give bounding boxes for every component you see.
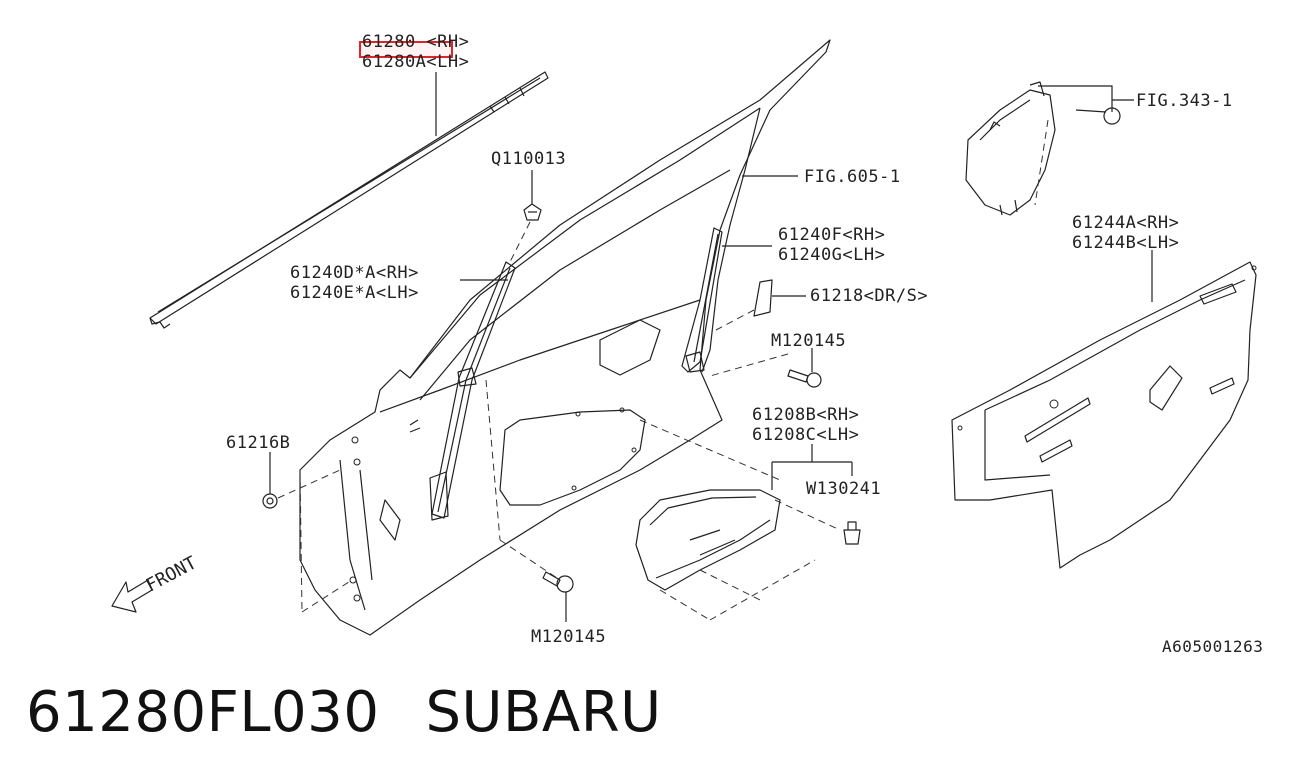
label-fig343[interactable]: FIG.343-1 (1136, 91, 1233, 111)
highlight-box[interactable] (359, 41, 453, 58)
label-rear-sash-rh[interactable]: 61240F<RH> (778, 225, 885, 245)
door-projection-lines (299, 379, 781, 613)
plug-61216b-part[interactable] (262, 493, 278, 509)
cover-projection-lines (659, 499, 841, 621)
label-bolt-lower[interactable]: M120145 (531, 627, 606, 647)
label-sheet-lh[interactable]: 61244B<LH> (1072, 233, 1179, 253)
label-front-sash-lh[interactable]: 61240E*A<LH> (290, 283, 419, 303)
drawing-code: A605001263 (1162, 637, 1263, 656)
label-fig605[interactable]: FIG.605-1 (804, 167, 901, 187)
fig343-leader (1038, 85, 1134, 112)
front-arrow-icon (111, 579, 153, 613)
pad-dash (715, 309, 755, 331)
label-cover-rh[interactable]: 61208B<RH> (752, 405, 859, 425)
label-cover-lh[interactable]: 61208C<LH> (752, 425, 859, 445)
sealing-cover-part[interactable] (635, 489, 781, 591)
label-strip-rh[interactable]: 61280 <RH> (362, 32, 469, 52)
bolt-lower-part[interactable] (542, 571, 574, 593)
sealing-sheet-part[interactable] (951, 261, 1257, 569)
label-clip-w130241[interactable]: W130241 (806, 479, 881, 499)
cover-leader (771, 444, 853, 490)
label-plug-61216b[interactable]: 61216B (226, 433, 290, 453)
label-pad-61218[interactable]: 61218<DR/S> (810, 286, 928, 306)
bolt-upper-dash (709, 353, 789, 377)
bracket-fig343-part[interactable] (965, 81, 1056, 216)
label-sheet-rh[interactable]: 61244A<RH> (1072, 213, 1179, 233)
label-strip-lh[interactable]: 61280A<LH> (362, 52, 469, 72)
rear-sash-part[interactable] (681, 227, 723, 373)
clip-q110013-part[interactable] (523, 203, 542, 221)
label-front-sash-rh[interactable]: 61240D*A<RH> (290, 263, 419, 283)
label-bolt-upper[interactable]: M120145 (771, 331, 846, 351)
footer-title: 61280FL030 SUBARU (26, 680, 662, 745)
fig343-bolt[interactable] (1075, 107, 1121, 125)
label-q110013[interactable]: Q110013 (491, 149, 566, 169)
clip-w130241-part[interactable] (843, 521, 861, 545)
bolt-upper-part[interactable] (787, 369, 822, 388)
front-sash-part[interactable] (429, 261, 516, 521)
fig343-dash (1034, 119, 1049, 206)
footer-maker: SUBARU (425, 680, 662, 745)
weather-strip-part[interactable] (149, 71, 549, 329)
pad-61218-part[interactable] (753, 279, 773, 317)
footer-part-number: 61280FL030 (26, 680, 380, 745)
label-front: FRONT (142, 552, 200, 596)
plug-dash (277, 469, 341, 499)
q110013-dash (509, 221, 531, 263)
label-rear-sash-lh[interactable]: 61240G<LH> (778, 245, 885, 265)
door-panel-part[interactable] (299, 39, 831, 636)
